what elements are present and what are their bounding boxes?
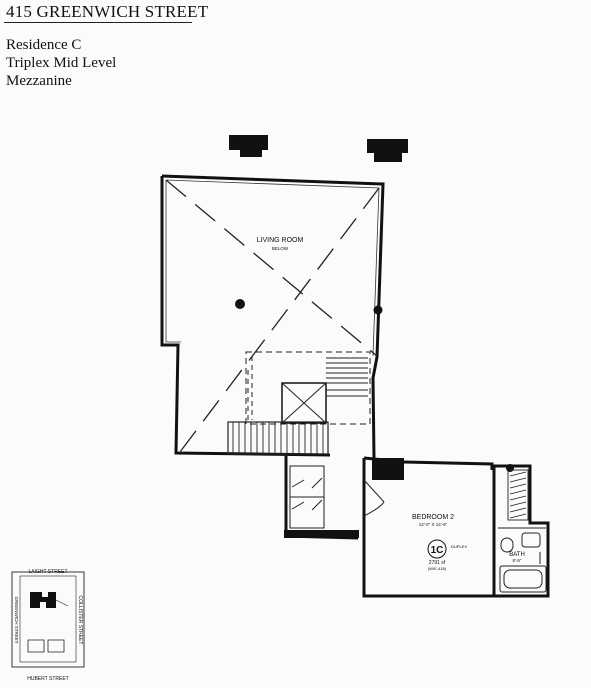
residence-label: Residence C [6,37,82,53]
bedroom-closet [507,469,529,521]
floor-label: Mezzanine [6,73,72,89]
bedroom-door [363,479,385,517]
bath-label: BATH [509,552,525,558]
vent-block-left [229,135,268,157]
key-map-south-street: HUBERT STREET [27,676,69,682]
column-marker [235,299,245,309]
unit-code: 1C [431,545,444,556]
bedroom-dims: 12'-0" X 14'-6" [419,522,448,527]
key-map-north-street: LAIGHT STREET [28,569,67,575]
key-map-building-highlight [30,592,56,608]
unit-area: 2791 sf [429,560,446,566]
stair-area [245,351,371,425]
column-marker-wall [373,305,383,315]
unit-extra: (W/E-418) [428,566,447,571]
key-map-west-street: GREENWICH STREET [14,596,19,643]
open-to-below-lines [165,179,380,453]
closet-wall-block [284,530,359,538]
stair-treads-lower [227,421,329,455]
key-map-building-outline [27,639,65,653]
unit-type: DUPLEX [451,544,467,549]
unit-badge: 1C DUPLEX 2791 sf (W/E-418) [427,539,467,571]
building-title: 415 GREENWICH STREET [6,2,209,21]
closets [289,465,325,529]
living-room-note: BELOW [272,246,289,251]
title-underline [4,22,192,23]
wall-block [372,458,404,480]
bath-dims: 8'-5" [513,558,522,563]
stair-treads-upper [326,357,368,397]
bedroom-label: BEDROOM 2 [412,514,454,521]
living-room-label: LIVING ROOM [257,237,304,244]
column-marker-bath [506,464,514,472]
bath-fixtures [498,527,547,593]
key-map-east-street: COLLISTER STREET [77,596,83,645]
vent-block-right [367,139,408,162]
level-label: Triplex Mid Level [6,55,117,71]
key-map: LAIGHT STREET HUBERT STREET GREENWICH ST… [11,569,85,682]
